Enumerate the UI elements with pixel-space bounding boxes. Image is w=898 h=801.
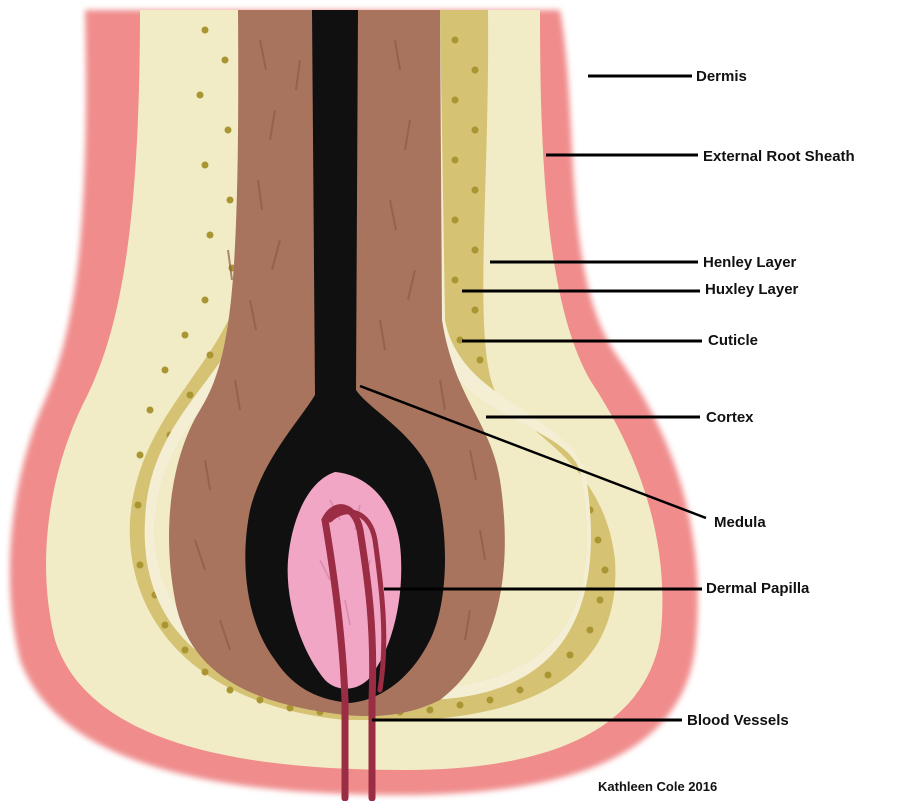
label-huxley-layer: Huxley Layer xyxy=(705,281,799,298)
label-cortex: Cortex xyxy=(706,409,754,426)
label-cuticle: Cuticle xyxy=(708,332,758,349)
label-blood-vessels: Blood Vessels xyxy=(687,712,789,729)
author-credit: Kathleen Cole 2016 xyxy=(598,779,717,794)
label-dermis: Dermis xyxy=(696,68,747,85)
label-medula: Medula xyxy=(714,514,766,531)
label-dermal-papilla: Dermal Papilla xyxy=(706,580,810,597)
label-external-root-sheath: External Root Sheath xyxy=(703,148,855,165)
label-henley-layer: Henley Layer xyxy=(703,254,797,271)
